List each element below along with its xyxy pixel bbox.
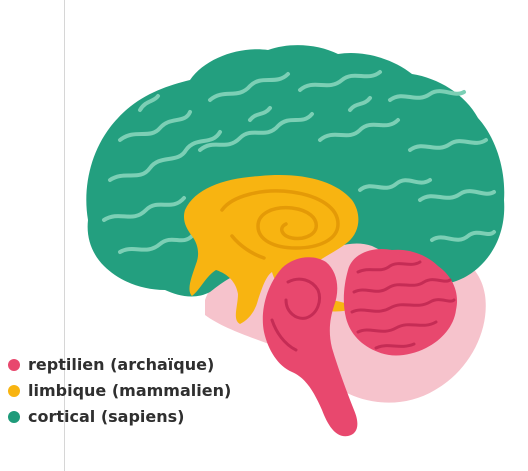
legend-label: cortical (sapiens) [28,404,184,430]
yellow-dot-icon [8,385,20,397]
legend-item-cortical: cortical (sapiens) [8,404,231,430]
green-dot-icon [8,411,20,423]
legend-item-limbique: limbique (mammalien) [8,378,231,404]
legend: reptilien (archaïque) limbique (mammalie… [8,352,231,430]
red-dot-icon [8,359,20,371]
legend-label: reptilien (archaïque) [28,352,214,378]
legend-label: limbique (mammalien) [28,378,231,404]
legend-item-reptilien: reptilien (archaïque) [8,352,231,378]
